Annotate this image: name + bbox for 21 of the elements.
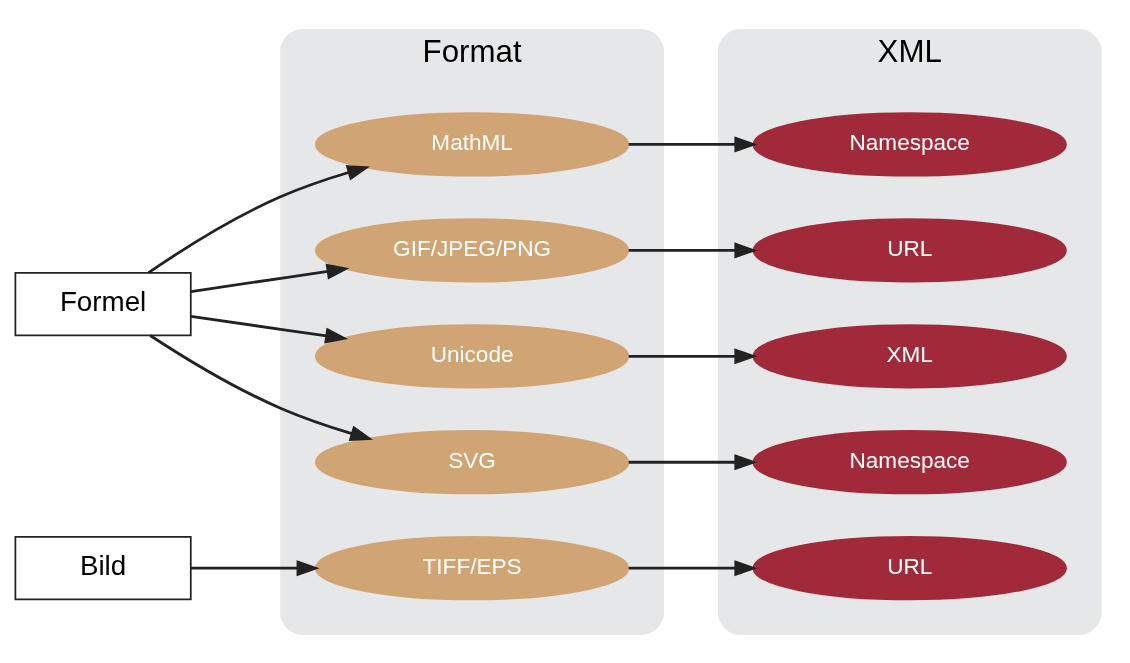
node-ellipse: URL: [752, 535, 1067, 600]
node-box: Bild: [14, 535, 192, 600]
arrow: [149, 333, 373, 441]
arrow: [190, 314, 349, 344]
arrow: [628, 241, 758, 258]
node-ellipse: TIFF/EPS: [314, 535, 630, 600]
node-ellipse: Namespace: [752, 111, 1067, 177]
node-ellipse: MathML: [314, 111, 630, 177]
arrow: [190, 263, 350, 293]
node-ellipse: Namespace: [752, 429, 1067, 494]
arrow: [147, 164, 370, 274]
node-ellipse: URL: [752, 217, 1067, 282]
node-box: Formel: [14, 271, 192, 336]
node-ellipse: Unicode: [314, 323, 630, 388]
node-ellipse: SVG: [314, 429, 630, 494]
arrow: [628, 559, 758, 576]
arrow: [628, 347, 758, 364]
arrow: [628, 453, 758, 470]
arrow: [191, 559, 320, 576]
arrow: [628, 135, 758, 152]
node-ellipse: XML: [752, 323, 1067, 388]
